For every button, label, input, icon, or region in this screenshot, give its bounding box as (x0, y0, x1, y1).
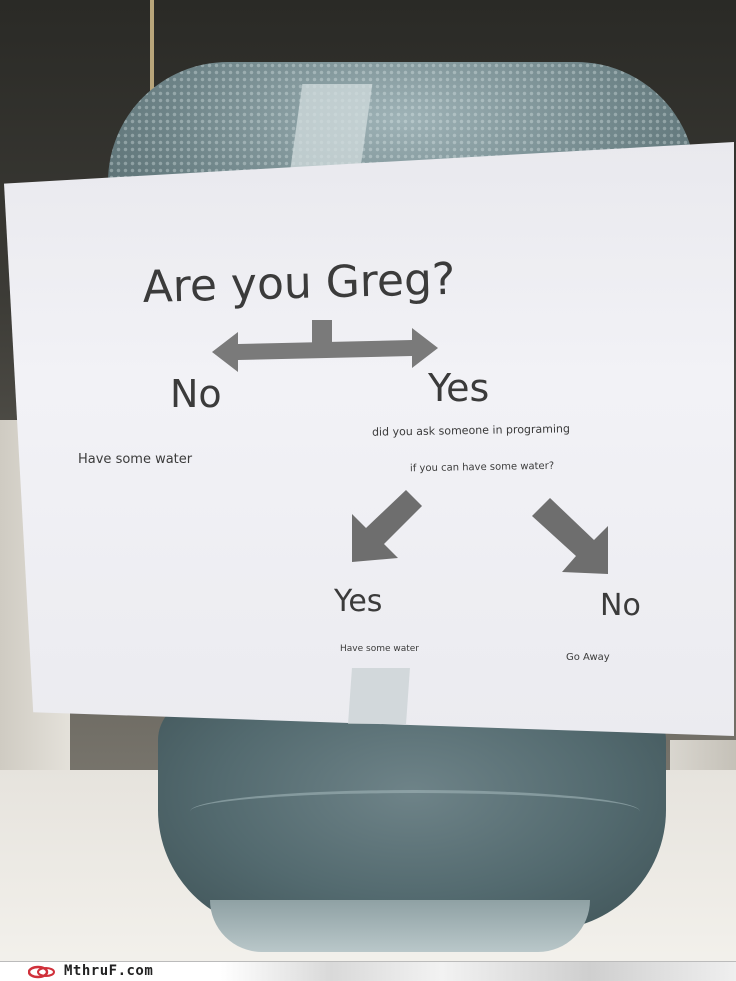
left-result: Have some water (78, 452, 193, 467)
down-left-arrow-icon (346, 488, 426, 568)
jug-base (210, 900, 590, 952)
sub-no-result: Go Away (566, 652, 610, 663)
watermark-bar (0, 961, 736, 981)
watermark-text[interactable]: MthruF.com (64, 963, 154, 979)
sign-title: Are you Greg? (142, 253, 456, 313)
paperclip-logo-icon (27, 964, 56, 979)
top-tape (289, 84, 373, 174)
right-answer: Yes (428, 366, 490, 410)
sub-no-answer: No (600, 588, 641, 623)
hanging-string (150, 0, 154, 92)
sub-yes-answer: Yes (334, 584, 383, 619)
sub-yes-result: Have some water (340, 644, 420, 654)
double-arrow-icon (212, 318, 438, 382)
down-right-arrow-icon (528, 496, 612, 578)
bottom-tape (348, 668, 410, 724)
jug-ring (190, 790, 640, 833)
sign-paper (4, 142, 734, 736)
left-answer: No (170, 372, 222, 416)
